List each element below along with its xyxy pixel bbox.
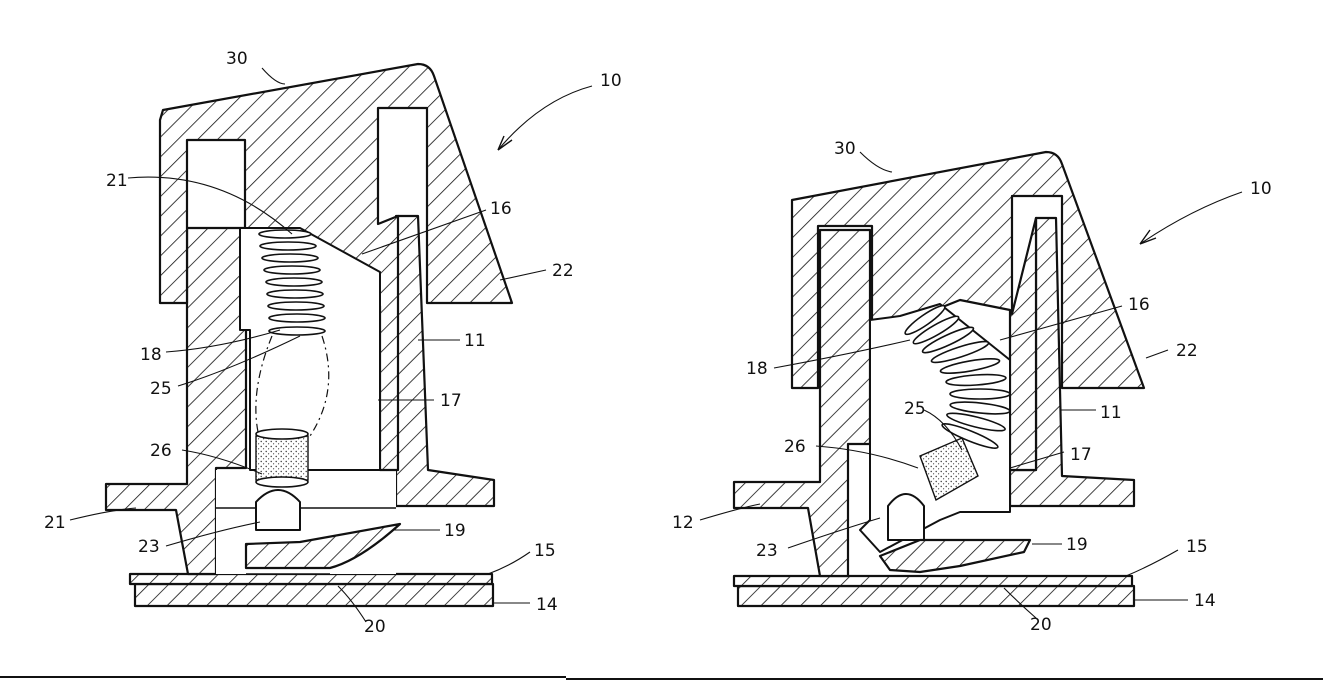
right-label-18: 18 xyxy=(746,359,768,379)
right-label-22: 22 xyxy=(1176,341,1198,361)
left-label-22: 22 xyxy=(552,261,574,281)
right-substrate-14 xyxy=(736,584,1136,608)
right-label-15: 15 xyxy=(1186,537,1208,557)
right-label-11: 11 xyxy=(1100,403,1122,423)
right-label-14: 14 xyxy=(1194,591,1216,611)
right-label-25: 25 xyxy=(904,399,926,419)
right-keycap-30 xyxy=(790,150,1146,472)
right-view: 30 10 16 22 18 25 11 26 17 12 19 23 15 1… xyxy=(672,139,1272,635)
right-label-26: 26 xyxy=(784,437,806,457)
left-label-26: 26 xyxy=(150,441,172,461)
left-plunger-16 xyxy=(239,227,381,471)
left-damper-26 xyxy=(255,435,309,481)
right-label-12: 12 xyxy=(672,513,694,533)
left-label-15: 15 xyxy=(534,541,556,561)
right-label-10: 10 xyxy=(1250,179,1272,199)
right-leaders xyxy=(699,151,1243,619)
left-label-18: 18 xyxy=(140,345,162,365)
left-coil-bottom xyxy=(255,476,309,488)
left-coil-top xyxy=(255,428,309,440)
right-label-30: 30 xyxy=(834,139,856,159)
right-actuator-19 xyxy=(878,538,1032,574)
left-label-16: 16 xyxy=(490,199,512,219)
left-label-17: 17 xyxy=(440,391,462,411)
left-label-19: 19 xyxy=(444,521,466,541)
left-label-21-top: 21 xyxy=(106,171,128,191)
right-contact-23 xyxy=(887,493,925,541)
left-label-23: 23 xyxy=(138,537,160,557)
left-actuator-19 xyxy=(244,522,402,570)
left-contact-23 xyxy=(255,489,301,531)
left-spring-18 xyxy=(258,229,326,336)
left-label-11: 11 xyxy=(464,331,486,351)
left-leaders xyxy=(69,67,593,623)
left-housing-11 xyxy=(104,226,248,576)
right-label-23: 23 xyxy=(756,541,778,561)
left-label-14: 14 xyxy=(536,595,558,615)
right-label-19: 19 xyxy=(1066,535,1088,555)
right-label-20: 20 xyxy=(1030,615,1052,635)
left-view: 30 10 21 16 22 18 11 25 17 26 21 19 23 1… xyxy=(44,49,622,637)
left-label-30: 30 xyxy=(226,49,248,69)
left-label-21-bottom: 21 xyxy=(44,513,66,533)
right-membrane-15 xyxy=(732,574,1134,588)
right-spring-18 xyxy=(904,304,1011,449)
left-label-20: 20 xyxy=(364,617,386,637)
left-substrate-14 xyxy=(133,582,495,608)
right-damper-26 xyxy=(919,437,979,502)
left-label-10: 10 xyxy=(600,71,622,91)
left-membrane-15 xyxy=(128,572,494,586)
right-label-16: 16 xyxy=(1128,295,1150,315)
right-housing-11 xyxy=(732,228,872,578)
left-label-25: 25 xyxy=(150,379,172,399)
left-spring-phantom-b xyxy=(309,335,330,437)
right-label-17: 17 xyxy=(1070,445,1092,465)
